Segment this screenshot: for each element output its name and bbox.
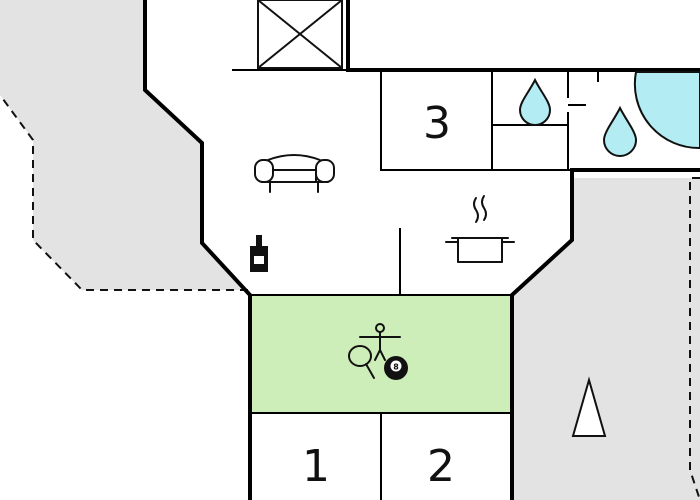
terrace-right	[512, 177, 700, 500]
sofa-icon	[254, 154, 335, 193]
kitchen-pot-icon	[445, 195, 515, 263]
wood-stove-icon	[250, 235, 268, 272]
table-tennis-icon	[348, 345, 375, 379]
table-football-icon	[359, 323, 401, 361]
terrace-left	[0, 0, 248, 291]
room-1-label: 1	[302, 441, 330, 492]
water-drop-icon	[518, 77, 552, 126]
tree-icon	[571, 376, 607, 437]
pool-area	[633, 71, 700, 150]
water-drop-icon	[602, 105, 638, 157]
room-2-label: 2	[427, 441, 455, 492]
room-3-label: 3	[423, 98, 451, 149]
stair-icon	[257, 0, 343, 69]
billiard-ball-number: 8	[393, 363, 399, 372]
billiard-ball-icon: 8	[384, 356, 408, 380]
